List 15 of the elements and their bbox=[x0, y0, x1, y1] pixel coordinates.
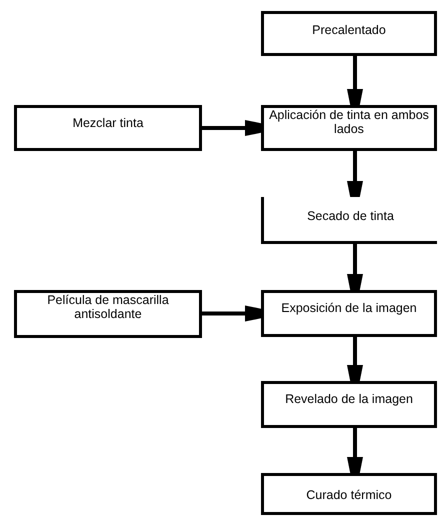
process-box bbox=[261, 11, 437, 56]
step-label: Curado térmico bbox=[306, 488, 392, 502]
process-box bbox=[261, 290, 437, 337]
step-label: Película de mascarilla antisoldante bbox=[46, 293, 170, 321]
step-label: Precalentado bbox=[312, 23, 386, 37]
step-label: Revelado de la imagen bbox=[285, 392, 413, 406]
process-box bbox=[14, 290, 202, 338]
process-box bbox=[261, 105, 437, 151]
step-label: Exposición de la imagen bbox=[281, 301, 417, 315]
step-label: Aplicación de tinta en ambos lados bbox=[268, 108, 430, 136]
process-box bbox=[261, 473, 437, 515]
step-label: Mezclar tinta bbox=[72, 116, 144, 130]
process-box bbox=[14, 105, 202, 151]
process-box bbox=[261, 381, 437, 428]
step-label: Secado de tinta bbox=[307, 209, 394, 223]
